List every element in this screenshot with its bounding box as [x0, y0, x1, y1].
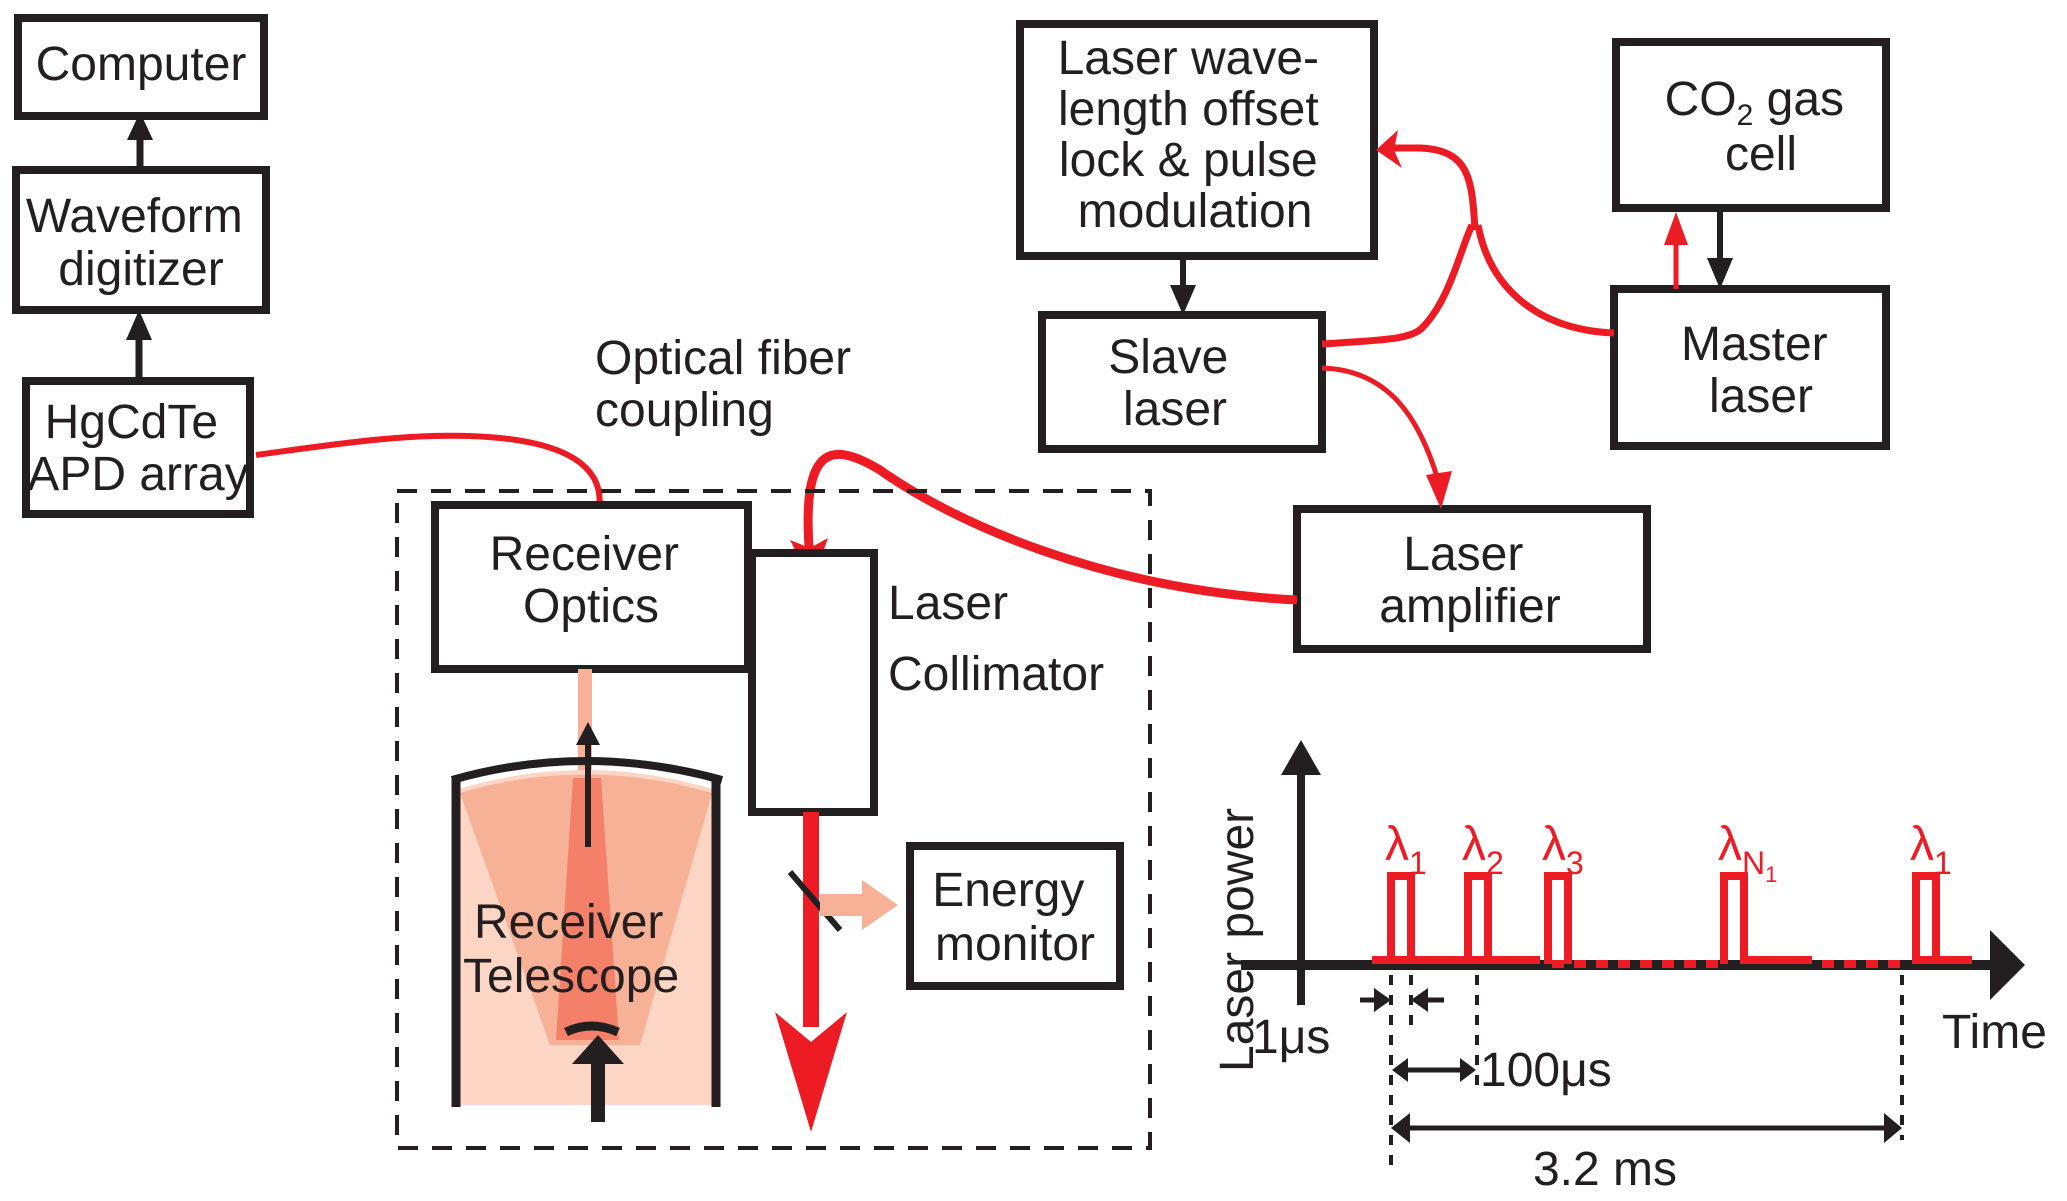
computer-block: Computer [14, 14, 268, 120]
arrowhead-icon [862, 880, 898, 930]
arrowhead-icon [1664, 212, 1688, 245]
receiver-optics-block: Receiver Optics [431, 501, 752, 673]
collimator-label: Laser Collimator [888, 577, 1104, 701]
pulse [1464, 872, 1492, 964]
lock-modulation-block: Laser wave- length offset lock & pulse m… [1016, 20, 1378, 260]
master-to-co2-arrow [1664, 212, 1688, 289]
x-axis-arrowhead-icon [1990, 930, 2025, 1000]
pulse-width-label: 1μs [1252, 1011, 1330, 1064]
telescope-label: Receiver Telescope [463, 896, 679, 1003]
pulse [1912, 872, 1940, 964]
digitizer-block: Waveform digitizer [12, 166, 270, 314]
amplifier-label: Laser amplifier [1379, 528, 1560, 633]
optical-fiber [255, 432, 603, 519]
transmit-beam [803, 812, 819, 1027]
arrowhead-icon [1707, 258, 1733, 289]
slave-to-amplifier-path [1321, 365, 1441, 481]
co2-to-master-arrow [1707, 208, 1733, 289]
slave-laser-label: Slave laser [1108, 331, 1241, 436]
digitizer-label: Waveform digitizer [26, 190, 256, 296]
beat-to-lock-path [1392, 144, 1479, 231]
amplifier-block: Laser amplifier [1293, 505, 1651, 653]
arrowhead-icon [1376, 130, 1402, 168]
pulse-wavelength-label: λ2 [1462, 818, 1504, 881]
arrowhead-icon [576, 722, 600, 745]
master-beat-path [1474, 224, 1615, 337]
master-laser-label: Master laser [1681, 318, 1841, 423]
beam-splitter [787, 870, 843, 932]
slave-laser-block: Slave laser [1038, 311, 1326, 453]
digitizer-to-computer-arrow [127, 112, 153, 170]
timing-guides [1389, 975, 1904, 1170]
arrowhead-icon [1170, 285, 1196, 315]
receiver-telescope: Receiver Telescope [450, 722, 724, 1122]
arrowhead-icon [1374, 988, 1391, 1012]
receiver-optics-label: Receiver Optics [490, 528, 693, 633]
pulse [1544, 872, 1572, 964]
transceiver-enclosure [395, 489, 1152, 1150]
amplifier-to-collimator-fiber [803, 449, 1298, 605]
slave-beat-path [1321, 223, 1476, 348]
energy-monitor-label: Energy monitor [932, 864, 1097, 971]
transmit-arrowhead-icon [775, 1012, 847, 1132]
y-axis-label: Laser power [1211, 808, 1264, 1072]
computer-label: Computer [36, 38, 247, 91]
pulse [1387, 872, 1415, 964]
pulse-timing-chart: Laser power Time λ1 λ2 λ3 λN1 λ1 1μs 100μs [1211, 740, 2047, 1196]
pulse-spacing-arrow [1392, 1058, 1476, 1082]
incoming-light-arrow-icon [572, 1035, 624, 1064]
arrowhead-icon [1411, 988, 1428, 1012]
master-laser-block: Master laser [1610, 285, 1890, 450]
pulse [1720, 872, 1748, 964]
pulse-spacing-label: 100μs [1480, 1044, 1612, 1097]
pulse-wavelength-label: λ1 [1385, 818, 1427, 881]
sampled-beam [820, 894, 870, 916]
y-axis-arrowhead-icon [1281, 740, 1321, 775]
energy-monitor-block: Energy monitor [906, 842, 1124, 990]
collimator-block: Laser Collimator [748, 549, 1104, 816]
arrowhead-icon [127, 112, 153, 140]
apd-to-digitizer-arrow [126, 310, 152, 381]
arrowhead-icon [1426, 471, 1452, 509]
arrowhead-icon [126, 310, 152, 340]
fiber-label: Optical fiber coupling [595, 332, 864, 437]
pulse-wavelength-label: λN1 [1718, 818, 1777, 887]
x-axis-label: Time [1942, 1006, 2047, 1059]
apd-label: HgCdTe APD array [27, 396, 248, 501]
pulse-width-arrows [1360, 988, 1444, 1012]
co2-cell-block: CO2 gas cell [1612, 38, 1890, 212]
apd-block: HgCdTe APD array [22, 377, 254, 518]
pulse-wavelength-label: λ1 [1910, 818, 1952, 881]
cycle-period-label: 3.2 ms [1533, 1143, 1677, 1196]
cycle-period-arrow [1391, 1113, 1902, 1143]
lock-to-slave-arrow [1170, 256, 1196, 315]
co2-cell-label: CO2 gas cell [1665, 73, 1858, 181]
pulse-wavelength-label: λ3 [1542, 818, 1584, 881]
lock-modulation-label: Laser wave- length offset lock & pulse m… [1058, 32, 1333, 238]
